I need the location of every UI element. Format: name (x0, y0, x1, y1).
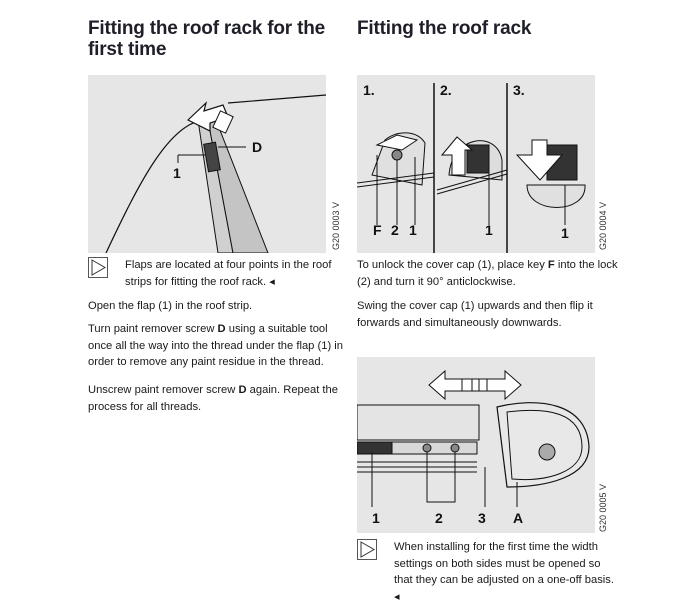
callout-1-step2: 1 (485, 222, 493, 238)
cover-cap-illustration: 1. 2. 3. F 2 1 1 1 (357, 82, 586, 253)
callout-a: A (513, 510, 523, 526)
figure-code: G20 0004 V (598, 201, 608, 250)
callout-1: 1 (173, 165, 181, 181)
paragraph-unscrew: Unscrew paint remover screw D again. Rep… (88, 384, 338, 413)
width-settings-illustration: 1 2 3 A (357, 369, 590, 526)
callout-d: D (252, 139, 262, 155)
roof-strip-illustration: D 1 (105, 94, 326, 253)
section-heading-first-time: Fitting the roof rack for the first time (88, 18, 325, 60)
callout-1-step3: 1 (561, 225, 569, 241)
callout-f: F (373, 222, 382, 238)
paragraph-swing-cap: Swing the cover cap (1) upwards and then… (357, 300, 593, 329)
figure-code: G20 0003 V (331, 201, 341, 250)
step-3-label: 3. (513, 82, 525, 98)
step-2-label: 2. (440, 82, 452, 98)
figure-roof-strip-flap: D 1 (88, 75, 326, 253)
end-mark-icon: ◂ (269, 275, 275, 288)
paragraph-unlock-cap: To unlock the cover cap (1), place key F… (357, 259, 618, 288)
callout-1: 1 (372, 510, 380, 526)
paragraph-turn-screw: Turn paint remover screw D using a suita… (88, 323, 343, 368)
section-heading-fitting: Fitting the roof rack (357, 18, 532, 39)
callout-2: 2 (435, 510, 443, 526)
end-mark-icon: ◂ (394, 590, 400, 603)
figure-width-settings: 1 2 3 A (357, 357, 595, 533)
triangle-note-icon (357, 539, 377, 560)
note-width-settings: When installing for the first time the w… (357, 539, 622, 607)
note-text: Flaps are located at four points in the … (125, 259, 332, 288)
callout-3: 3 (478, 510, 486, 526)
note-text: When installing for the first time the w… (394, 541, 614, 603)
callout-2: 2 (391, 222, 399, 238)
note-flaps: Flaps are located at four points in the … (88, 257, 348, 293)
paragraph-open-flap: Open the flap (1) in the roof strip. (88, 300, 253, 312)
figure-cover-cap-steps: 1. 2. 3. F 2 1 1 1 (357, 75, 595, 253)
callout-1: 1 (409, 222, 417, 238)
triangle-note-icon (88, 257, 108, 278)
figure-code: G20 0005 V (598, 483, 608, 532)
step-1-label: 1. (363, 82, 375, 98)
